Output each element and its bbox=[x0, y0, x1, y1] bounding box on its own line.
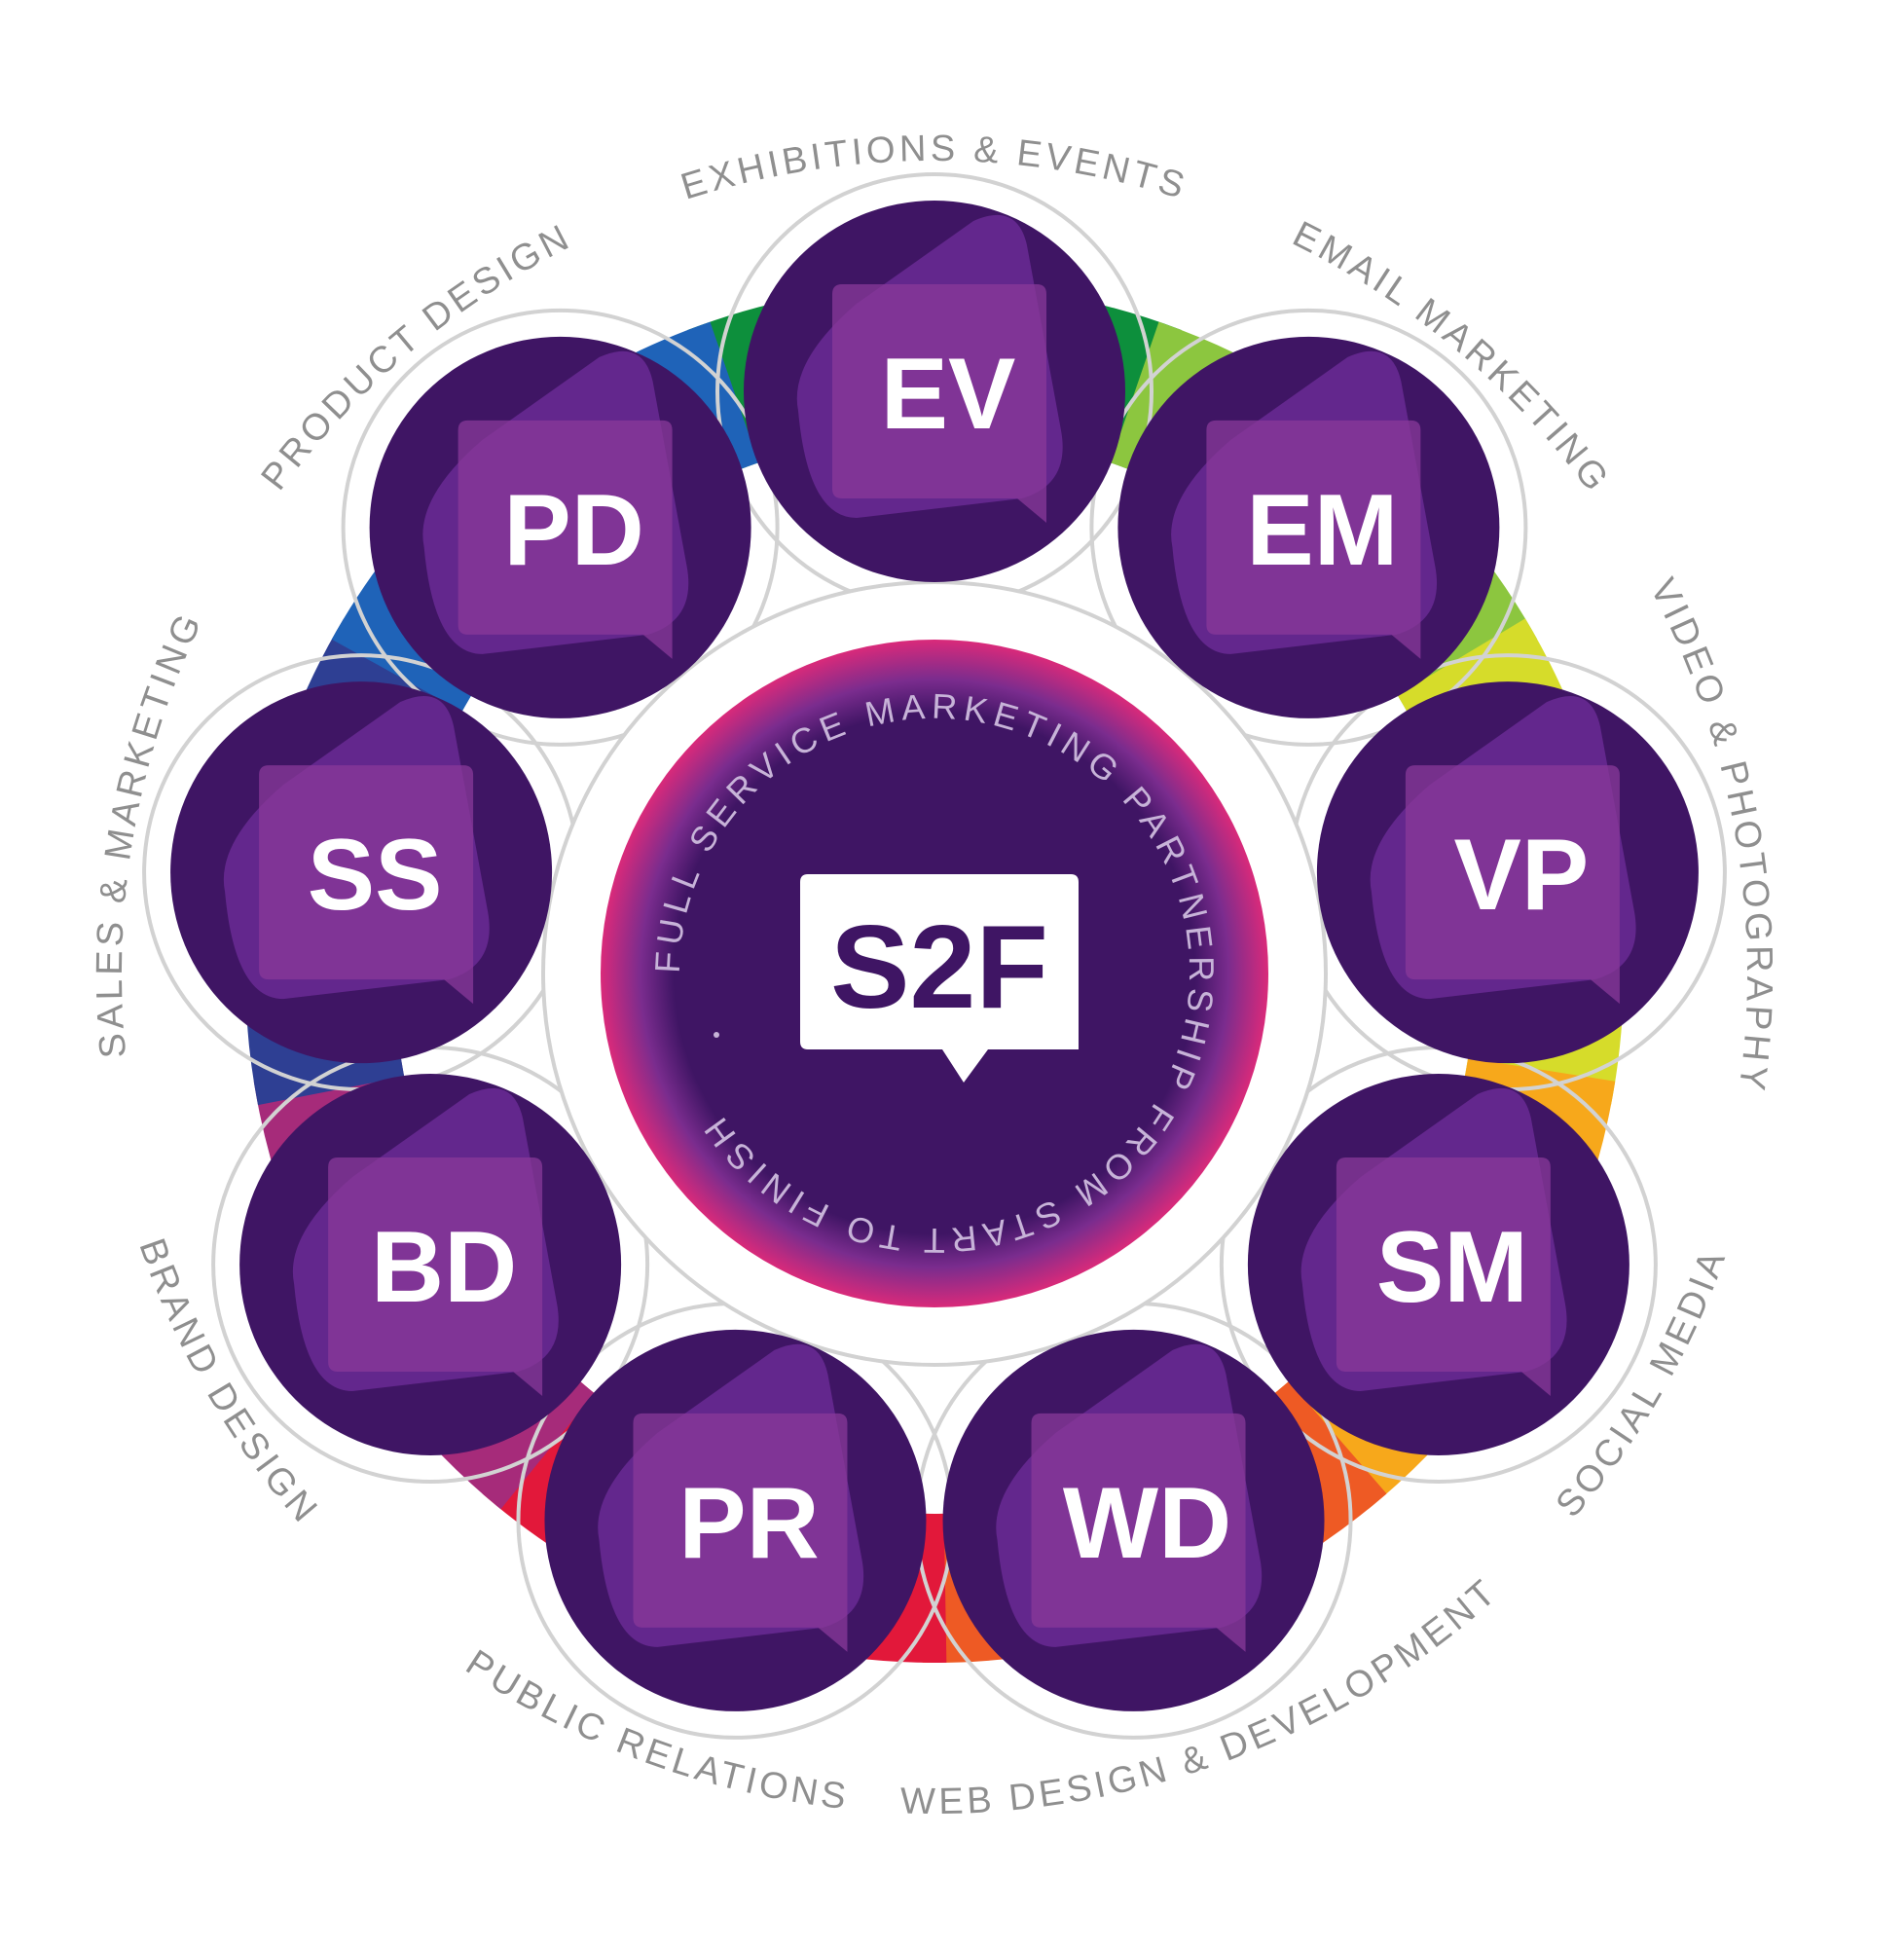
service-node[interactable]: WD bbox=[942, 1329, 1325, 1711]
node-abbreviation: PD bbox=[503, 474, 643, 587]
node-outline-circle bbox=[1089, 308, 1528, 747]
node-abbreviation: EV bbox=[881, 338, 1016, 451]
logo-text: S2F bbox=[830, 900, 1048, 1033]
node-bubble-icon bbox=[598, 1343, 864, 1652]
node-abbreviation: VP bbox=[1454, 819, 1590, 932]
node-bubble-icon bbox=[996, 1343, 1263, 1652]
node-bubble-icon bbox=[422, 350, 689, 659]
node-bubble-icon bbox=[1171, 350, 1438, 659]
bubble-square-shape bbox=[458, 420, 673, 659]
node-bubble-icon bbox=[1300, 1087, 1567, 1396]
node-abbreviation: EM bbox=[1246, 474, 1398, 587]
bubble-square-shape bbox=[1336, 1157, 1551, 1396]
bubble-square-shape bbox=[1405, 765, 1620, 1005]
node-abbreviation: BD bbox=[371, 1211, 517, 1324]
bubble-square-shape bbox=[259, 765, 474, 1005]
node-abbreviation: WD bbox=[1063, 1467, 1231, 1580]
node-bubble-icon bbox=[292, 1087, 559, 1396]
node-bubble-icon bbox=[796, 214, 1063, 523]
service-node[interactable]: SS bbox=[170, 681, 553, 1064]
service-node[interactable]: PD bbox=[369, 336, 751, 718]
service-label: EXHIBITIONS & EVENTS bbox=[677, 129, 1192, 208]
bubble-square-shape bbox=[1206, 420, 1421, 659]
service-node[interactable]: PR bbox=[544, 1329, 927, 1711]
tagline-dot bbox=[714, 1032, 719, 1038]
bubble-square-shape bbox=[832, 284, 1046, 523]
node-bubble-icon bbox=[1370, 696, 1636, 1005]
service-node[interactable]: EM bbox=[1117, 336, 1500, 718]
node-abbreviation: SS bbox=[308, 819, 443, 932]
bubble-square-shape bbox=[328, 1157, 543, 1396]
bubble-square-shape bbox=[1031, 1413, 1246, 1652]
service-node[interactable]: VP bbox=[1316, 681, 1699, 1064]
service-node[interactable]: EV bbox=[744, 201, 1125, 582]
service-nodes: EV EM VP SM WD PR BD SS PD bbox=[170, 201, 1699, 1711]
node-abbreviation: PR bbox=[678, 1467, 819, 1580]
node-outline-circle bbox=[341, 308, 780, 747]
s2f-logo: S2F bbox=[800, 874, 1079, 1083]
logo-bubble-shape bbox=[800, 874, 1079, 1083]
bubble-square-shape bbox=[633, 1413, 848, 1652]
service-node[interactable]: SM bbox=[1247, 1074, 1629, 1455]
node-bubble-icon bbox=[223, 696, 490, 1005]
service-node[interactable]: BD bbox=[239, 1074, 622, 1455]
center-hub: FULL SERVICE MARKETING PARTNERSHIP FROM … bbox=[541, 580, 1328, 1367]
node-abbreviation: SM bbox=[1376, 1211, 1528, 1324]
